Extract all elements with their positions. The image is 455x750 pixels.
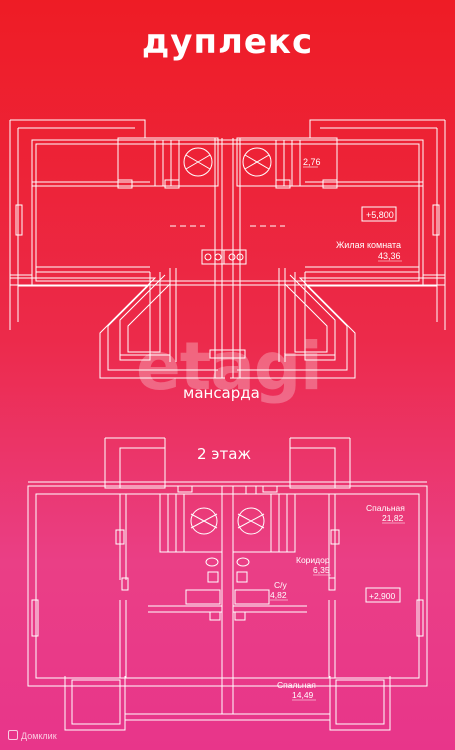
watermark-logo: etagi bbox=[136, 328, 323, 405]
brand-footer: Домклик bbox=[8, 730, 57, 741]
brand-logo-icon bbox=[8, 730, 18, 740]
attic-living-room-area: 43,36 bbox=[378, 251, 401, 261]
second-floor-plan bbox=[27, 437, 428, 731]
attic-room-area-small: 2,76 bbox=[303, 157, 321, 167]
brand-name: Домклик bbox=[21, 731, 57, 741]
attic-floor-label: мансарда bbox=[183, 384, 260, 402]
bedroom-bottom-name: Спальная bbox=[277, 680, 316, 690]
corridor-area: 6,35 bbox=[313, 565, 330, 575]
bathroom-area: 4,82 bbox=[270, 590, 287, 600]
bedroom-top-name: Спальная bbox=[366, 503, 405, 513]
attic-living-room-name: Жилая комната bbox=[336, 240, 401, 250]
corridor-name: Коридор bbox=[296, 555, 330, 565]
page-title: дуплекс bbox=[141, 22, 314, 62]
attic-plan bbox=[9, 119, 446, 379]
attic-level-mark: +5,800 bbox=[366, 210, 394, 220]
bedroom-top-area: 21,82 bbox=[382, 513, 404, 523]
bathroom-name: С/у bbox=[274, 580, 288, 590]
bedroom-bottom-area: 14,49 bbox=[292, 690, 314, 700]
second-floor-label: 2 этаж bbox=[197, 445, 251, 463]
second-level-mark: +2,900 bbox=[369, 591, 396, 601]
